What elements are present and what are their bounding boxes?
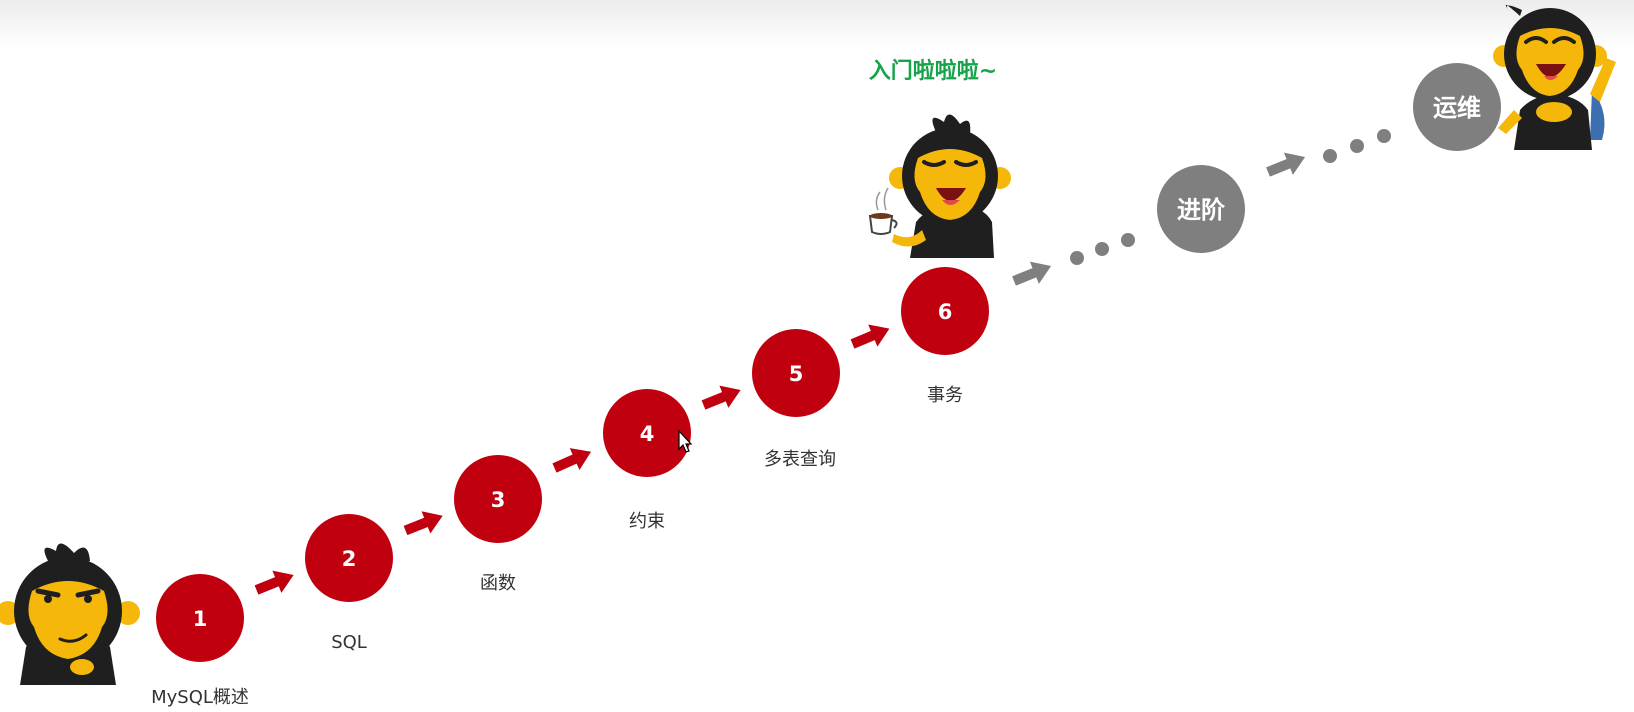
step-label-1: MySQL概述 [151, 687, 249, 708]
step-label-5: 多表查询 [764, 449, 836, 470]
step-node-3[interactable]: 3 函数 [454, 455, 542, 594]
top-shadow-band [0, 0, 1634, 48]
advanced-label-yunwei: 运维 [1433, 94, 1481, 122]
advanced-label-jinjie: 进阶 [1177, 196, 1225, 224]
step-node-5[interactable]: 5 多表查询 [752, 329, 840, 470]
arrow-right-icon [699, 378, 746, 417]
step-nodes: 1 MySQL概述 2 SQL 3 函数 4 约束 5 多表查询 6 事务 [151, 267, 989, 708]
monkey-mascot-icon [1493, 4, 1616, 150]
advanced-node-yunwei[interactable]: 运维 [1413, 63, 1501, 151]
headline-text: 入门啦啦啦~ [869, 58, 997, 84]
step-node-2[interactable]: 2 SQL [305, 514, 393, 653]
monkey-mascot-icon [0, 543, 140, 685]
advanced-connectors [1009, 129, 1391, 293]
arrow-right-icon [1009, 254, 1056, 293]
step-label-4: 约束 [629, 511, 665, 532]
arrow-right-icon [252, 563, 299, 602]
arrow-right-icon [847, 317, 895, 356]
arrow-right-icon [549, 440, 596, 479]
ellipsis-dots-icon [1323, 129, 1391, 163]
step-number-2: 2 [342, 547, 357, 571]
coffee-cup-icon [868, 187, 898, 235]
step-number-6: 6 [938, 300, 953, 324]
cursor-icon [678, 429, 693, 453]
step-number-4: 4 [640, 422, 655, 446]
step-node-1[interactable]: 1 MySQL概述 [151, 574, 249, 708]
arrow-right-icon [1263, 145, 1310, 184]
step-label-2: SQL [331, 632, 367, 653]
arrow-right-icon [401, 504, 448, 542]
step-node-4[interactable]: 4 约束 [603, 389, 691, 532]
advanced-node-jinjie[interactable]: 进阶 [1157, 165, 1245, 253]
monkey-mascot-icon [868, 114, 1011, 258]
step-number-1: 1 [193, 607, 208, 631]
ellipsis-dots-icon [1070, 233, 1135, 265]
step-node-6[interactable]: 6 事务 [901, 267, 989, 406]
step-label-3: 函数 [480, 573, 516, 594]
step-number-3: 3 [491, 488, 506, 512]
step-number-5: 5 [789, 362, 804, 386]
step-label-6: 事务 [927, 385, 963, 406]
